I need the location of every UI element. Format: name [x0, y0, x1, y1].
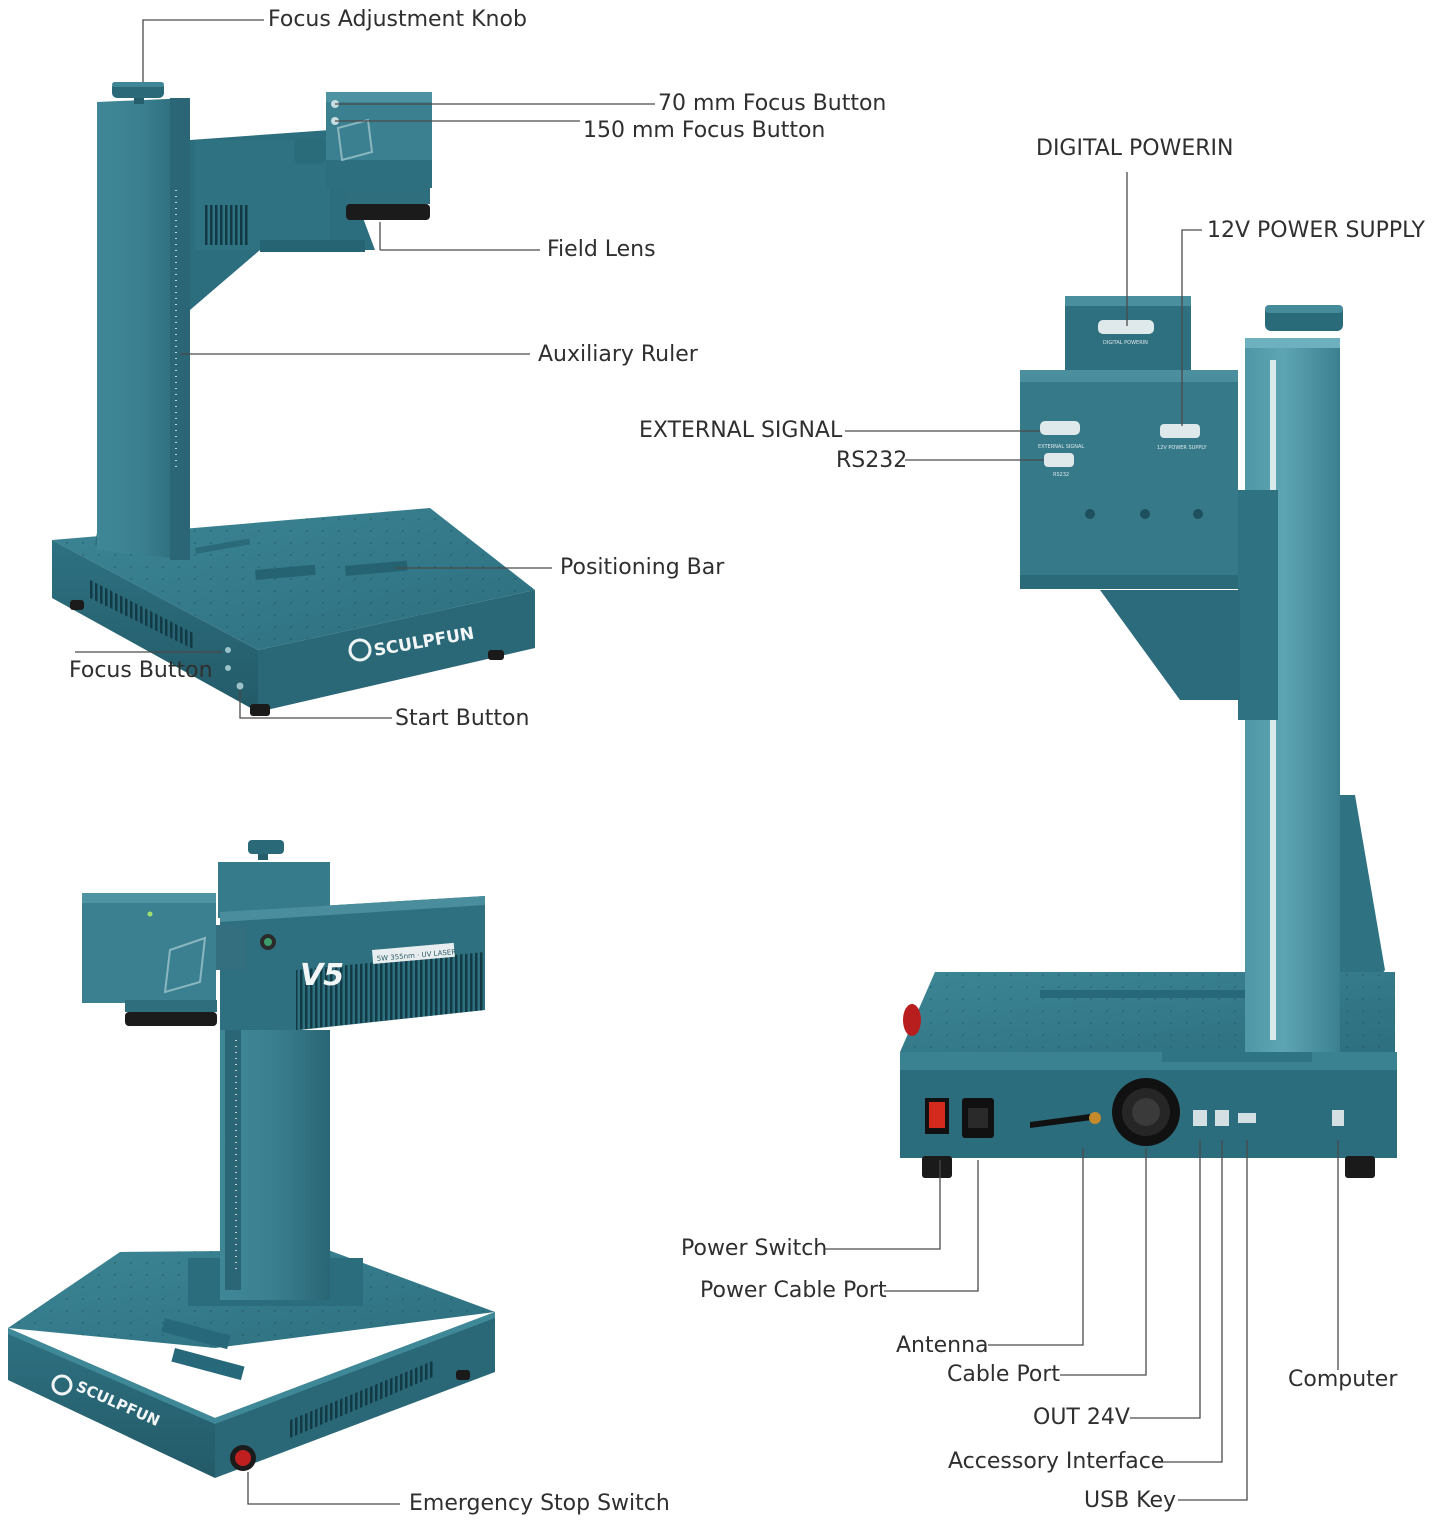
field-lens-c — [125, 1000, 217, 1012]
machine-front-view: SCULPFUN — [52, 82, 535, 716]
vent-c — [290, 1360, 435, 1438]
heatsink-a — [205, 205, 250, 245]
label-focus-button: Focus Button — [69, 658, 213, 683]
label-70mm-focus-button: 70 mm Focus Button — [658, 91, 887, 116]
label-positioning-bar: Positioning Bar — [560, 555, 725, 580]
base-front-left-c — [8, 1328, 215, 1478]
usb-key-port[interactable] — [1238, 1113, 1256, 1123]
focus-down-button-a[interactable] — [225, 665, 231, 671]
power-12v-port[interactable] — [1160, 424, 1200, 438]
accessory-interface-port[interactable] — [1215, 1110, 1229, 1126]
label-emergency-stop-switch: Emergency Stop Switch — [409, 1491, 670, 1516]
foot-a1 — [70, 600, 84, 610]
foot-b1 — [922, 1156, 952, 1178]
label-cable-port: Cable Port — [947, 1362, 1061, 1387]
label-power-switch: Power Switch — [681, 1236, 828, 1261]
emergency-stop-b[interactable] — [903, 1004, 921, 1036]
control-box-b — [1020, 370, 1238, 588]
svg-text:EXTERNAL SIGNAL: EXTERNAL SIGNAL — [1038, 444, 1084, 450]
label-antenna: Antenna — [896, 1333, 989, 1358]
svg-text:RS232: RS232 — [1053, 472, 1069, 478]
rs232-port[interactable] — [1044, 453, 1074, 467]
laser-source-b — [1065, 296, 1191, 376]
label-rs232: RS232 — [836, 448, 908, 473]
start-button-a[interactable] — [236, 682, 244, 690]
svg-text:12V POWER SUPPLY: 12V POWER SUPPLY — [1157, 445, 1207, 451]
vent-a — [90, 580, 195, 650]
column-body-c — [220, 1030, 330, 1300]
label-usb-key: USB Key — [1084, 1488, 1177, 1513]
galvo-head-c — [82, 893, 216, 1003]
label-external-signal: EXTERNAL SIGNAL — [639, 418, 843, 443]
label-150mm-focus-button: 150 mm Focus Button — [583, 118, 826, 143]
label-focus-adjustment-knob: Focus Adjustment Knob — [268, 7, 527, 32]
machine-rear-view: DIGITAL POWERIN EXTERNAL SIGNAL 12V POWE… — [900, 296, 1397, 1178]
label-power-cable-port: Power Cable Port — [700, 1278, 887, 1303]
column-a — [97, 98, 190, 560]
label-auxiliary-ruler: Auxiliary Ruler — [538, 342, 698, 367]
label-accessory-interface: Accessory Interface — [948, 1449, 1165, 1474]
column-edge-a — [170, 98, 190, 560]
digital-powerin-port[interactable] — [1098, 320, 1154, 334]
positioning-bar-a1 — [255, 564, 316, 580]
emergency-stop-switch[interactable] — [230, 1445, 256, 1471]
foot-a3 — [488, 650, 504, 660]
label-out-24v: OUT 24V — [1033, 1405, 1130, 1430]
leader-lines — [75, 19, 1339, 1505]
knob-stem-a — [134, 94, 144, 104]
label-start-button: Start Button — [395, 706, 530, 731]
label-computer: Computer — [1288, 1367, 1398, 1392]
focus-up-button-a[interactable] — [225, 647, 231, 653]
arm-b — [1100, 590, 1240, 700]
antenna — [1030, 1112, 1101, 1128]
base-front-a — [258, 590, 535, 712]
knob-c — [248, 840, 284, 854]
computer-port[interactable] — [1332, 1110, 1344, 1126]
external-signal-port[interactable] — [1040, 421, 1080, 435]
foot-a2 — [250, 704, 270, 716]
svg-text:DIGITAL POWERIN: DIGITAL POWERIN — [1103, 340, 1148, 346]
label-digital-powerin: DIGITAL POWERIN — [1036, 136, 1234, 161]
positioning-bar-a2 — [344, 560, 408, 576]
out-24v-port[interactable] — [1193, 1110, 1207, 1126]
label-12v-power-supply: 12V POWER SUPPLY — [1207, 218, 1425, 243]
carriage-b — [1238, 490, 1278, 720]
field-lens-a — [346, 188, 430, 204]
model-badge-c: V5 5W 355nm · UV LASER — [300, 942, 457, 993]
label-field-lens: Field Lens — [547, 237, 656, 262]
foot-b2 — [1345, 1156, 1375, 1178]
machine-side-view: SCULPFUN V5 5W 355nm · UV LASER — [8, 840, 495, 1478]
svg-text:V5: V5 — [300, 958, 344, 993]
